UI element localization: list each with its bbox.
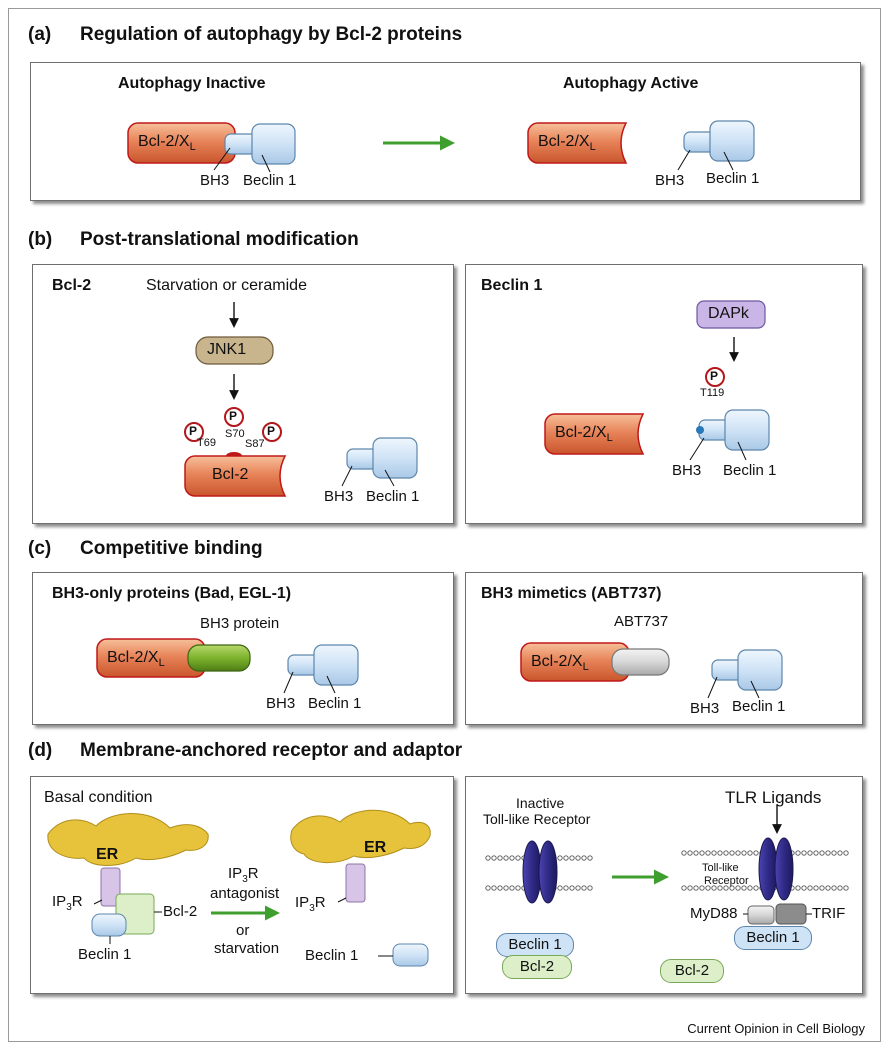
bcl2-protein-b2 xyxy=(544,413,645,455)
beclin1-protein-a-left xyxy=(224,123,296,165)
beclin1-protein-a-right xyxy=(683,120,755,162)
arrow-label-or: or xyxy=(236,922,250,939)
autophagy-inactive-label: Autophagy Inactive xyxy=(118,75,266,92)
receptor-label: Receptor xyxy=(704,875,749,887)
panel-b-beclin1 xyxy=(465,264,863,524)
bcl2xl-label-c1: Bcl-2/XL xyxy=(107,649,165,670)
er-label-left: ER xyxy=(96,846,119,863)
beclin1-protein-c1 xyxy=(287,644,359,686)
bh3-protein-c1 xyxy=(187,644,251,672)
tlr-ligands-label: TLR Ligands xyxy=(725,788,822,807)
bcl2xl-label-c2: Bcl-2/XL xyxy=(531,653,589,674)
site-s70-label: S70 xyxy=(225,428,245,440)
bh3-label-a-left: BH3 xyxy=(200,172,230,189)
beclin1-label-a-right: Beclin 1 xyxy=(706,170,760,187)
beclin1-label-c2: Beclin 1 xyxy=(732,698,786,715)
section-c-heading: (c)Competitive binding xyxy=(28,538,263,559)
site-t69-label: T69 xyxy=(197,437,216,449)
er-left xyxy=(47,813,209,866)
bh3-label-b2: BH3 xyxy=(672,462,702,479)
er-right xyxy=(290,809,431,863)
site-t119-label: T119 xyxy=(700,387,725,399)
phospho-s70-icon xyxy=(224,407,244,427)
trif-label: TRIF xyxy=(812,905,846,922)
site-s87-label: S87 xyxy=(245,438,265,450)
beclin1-label-a-left: Beclin 1 xyxy=(243,172,297,189)
bcl2xl-label-b2: Bcl-2/XL xyxy=(555,424,613,445)
panel-c1-title: BH3-only proteins (Bad, EGL-1) xyxy=(52,585,292,602)
bh3-label-c2: BH3 xyxy=(690,700,720,717)
jnk1-label: JNK1 xyxy=(207,341,247,358)
beclin1-label-d1-right: Beclin 1 xyxy=(305,947,359,964)
inactive-receptor-label: Toll-like Receptor xyxy=(483,811,591,827)
beclin1-pill-d2-active: Beclin 1 xyxy=(734,926,812,950)
abt737-label: ABT737 xyxy=(614,613,669,630)
er-label-right: ER xyxy=(364,839,387,856)
bcl2-label-d1: Bcl-2 xyxy=(163,903,198,920)
stimulus-label: Starvation or ceramide xyxy=(146,277,307,294)
beclin1-protein-b2 xyxy=(696,409,770,451)
bcl2-label-b1: Bcl-2 xyxy=(212,466,249,483)
bcl2-pill-d2-active: Bcl-2 xyxy=(660,959,724,983)
panel-b2-title: Beclin 1 xyxy=(481,277,543,294)
dapk-label: DAPk xyxy=(708,305,749,322)
panel-b1-title: Bcl-2 xyxy=(52,277,92,294)
tlr-active xyxy=(758,837,794,901)
myd88-adaptor xyxy=(747,905,775,925)
section-d-heading: (d)Membrane-anchored receptor and adapto… xyxy=(28,740,463,761)
beclin1-label-d1-left: Beclin 1 xyxy=(78,946,132,963)
ip3r-label-left: IP3R xyxy=(52,893,83,913)
arrow-label-ip3r: IP3R xyxy=(228,865,259,885)
myd88-label: MyD88 xyxy=(690,905,738,922)
tlr-inactive xyxy=(522,840,558,904)
bcl2-protein-a-right xyxy=(527,122,628,164)
bh3-protein-label: BH3 protein xyxy=(200,615,280,632)
trif-adaptor xyxy=(775,903,807,925)
phospho-t119-icon xyxy=(705,367,725,387)
abt737-molecule xyxy=(611,648,670,676)
phospho-t69-icon xyxy=(184,422,204,442)
figure-frame xyxy=(8,8,881,1042)
ip3r-right xyxy=(345,863,366,903)
bh3-label-b1: BH3 xyxy=(324,488,354,505)
panel-c2-title: BH3 mimetics (ABT737) xyxy=(481,585,662,602)
bcl2xl-label-a-right: Bcl-2/XL xyxy=(538,133,596,154)
ip3r-left xyxy=(100,867,121,907)
section-b-heading: (b)Post-translational modification xyxy=(28,229,359,250)
beclin1-label-b2: Beclin 1 xyxy=(723,462,777,479)
basal-condition-label: Basal condition xyxy=(44,789,153,806)
beclin1-right xyxy=(392,943,429,967)
bcl2xl-label-a-left: Bcl-2/XL xyxy=(138,133,196,154)
section-a-heading: (a)Regulation of autophagy by Bcl-2 prot… xyxy=(28,24,463,45)
phospho-s87-icon xyxy=(262,422,282,442)
jnk1-kinase xyxy=(195,336,274,365)
bcl2-pill-d2-inactive: Bcl-2 xyxy=(502,955,572,979)
beclin1-pill-d2-inactive: Beclin 1 xyxy=(496,933,574,957)
beclin1-label-b1: Beclin 1 xyxy=(366,488,420,505)
autophagy-active-label: Autophagy Active xyxy=(563,75,699,92)
beclin1-protein-b1 xyxy=(346,437,418,479)
beclin1-protein-c2 xyxy=(711,649,783,691)
arrow-label-starvation: starvation xyxy=(214,940,280,957)
p-label-t69: P xyxy=(189,424,198,438)
arrow-label-antagonist: antagonist xyxy=(210,885,280,902)
p-label-t119: P xyxy=(710,369,719,383)
beclin1-left xyxy=(91,913,127,937)
dapk-kinase xyxy=(696,300,766,329)
bcl2-protein-b xyxy=(184,455,287,497)
p-label-s70: P xyxy=(229,409,238,423)
bh3-label-c1: BH3 xyxy=(266,695,296,712)
inactive-label: Inactive xyxy=(516,795,565,811)
beclin1-label-c1: Beclin 1 xyxy=(308,695,362,712)
ip3r-label-right: IP3R xyxy=(295,894,326,914)
p-label-s87: P xyxy=(267,424,276,438)
toll-like-label: Toll-like xyxy=(702,862,739,874)
membrane-right xyxy=(681,850,849,891)
bh3-label-a-right: BH3 xyxy=(655,172,685,189)
credit-label: Current Opinion in Cell Biology xyxy=(687,1021,865,1036)
